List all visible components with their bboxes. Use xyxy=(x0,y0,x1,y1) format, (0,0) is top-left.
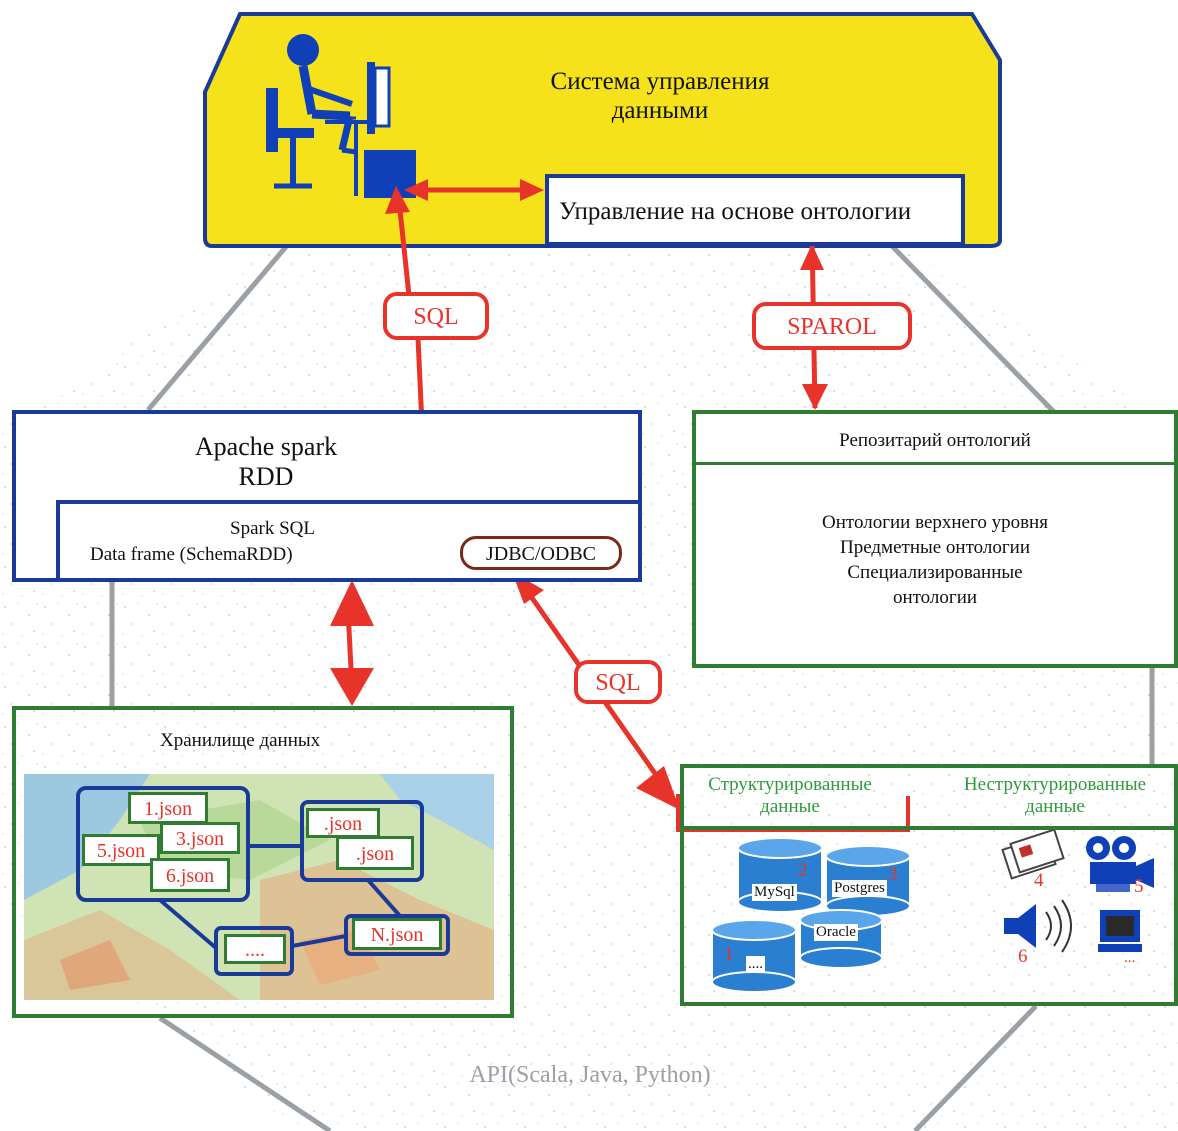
repository-divider xyxy=(696,462,1174,465)
media-number: 4 xyxy=(1034,870,1044,891)
sparql-label: SPAROL xyxy=(752,302,912,350)
jdbc-odbc-label: JDBC/ODBC xyxy=(460,536,622,570)
ontology-repository-box: Репозитарий онтологий Онтологии верхнего… xyxy=(692,410,1178,668)
structured-bracket xyxy=(676,794,910,832)
spark-title-line1: Apache spark xyxy=(194,432,338,461)
api-label: API(Scala, Java, Python) xyxy=(469,1062,711,1088)
arrow-ontology-link xyxy=(404,179,544,201)
map-groups xyxy=(76,786,450,976)
json-file-label: .json xyxy=(355,843,395,865)
repository-list: Онтологии верхнего уровня Предметные онт… xyxy=(696,510,1174,610)
data-storage-box xyxy=(12,706,514,1018)
structured-data-label: Структурированные данные xyxy=(680,774,900,818)
ontology-management-box: Управление на основе онтологии xyxy=(545,174,965,246)
json-file-label: 1.json xyxy=(143,798,193,820)
sql-top-text: SQL xyxy=(413,304,459,330)
data-sources-inner-border xyxy=(680,826,1178,830)
storage-title: Хранилище данных xyxy=(160,730,321,751)
database-oracle xyxy=(799,909,883,969)
sql-bottom-label: SQL xyxy=(574,660,662,704)
json-file: .... xyxy=(224,934,286,964)
json-file-label: .... xyxy=(245,939,265,961)
sql-bottom-text: SQL xyxy=(595,670,641,696)
computer-icon xyxy=(1098,910,1142,952)
repository-item: Онтологии верхнего уровня xyxy=(822,512,1048,533)
unstructured-line2: данные xyxy=(1025,795,1085,817)
unstructured-line1: Неструктурированные xyxy=(963,774,1147,795)
camera-icon xyxy=(1086,836,1154,892)
documents-icon xyxy=(1001,828,1065,880)
spark-sql-label: Spark SQL xyxy=(230,518,315,539)
dataframe-label: Data frame (SchemaRDD) xyxy=(90,544,293,565)
json-file-label: 5.json xyxy=(96,840,146,862)
repository-item: Предметные онтологии xyxy=(839,537,1031,558)
json-file: .json xyxy=(336,836,414,870)
json-file: 5.json xyxy=(82,834,160,866)
json-file: .json xyxy=(306,808,380,838)
repository-item: онтологии xyxy=(892,587,978,608)
db-number: 3 xyxy=(888,864,898,885)
media-number: 5 xyxy=(1134,876,1144,897)
json-file: 1.json xyxy=(128,792,208,824)
json-file-label: N.json xyxy=(370,924,424,946)
ontology-management-label: Управление на основе онтологии xyxy=(559,198,912,225)
db-label: Oracle xyxy=(814,924,858,942)
unstructured-data-label: Неструктурированные данные xyxy=(940,774,1170,818)
sparql-text: SPAROL xyxy=(787,314,877,340)
json-file-label: 3.json xyxy=(175,828,225,850)
json-file-label: 6.json xyxy=(165,865,215,887)
json-file: 6.json xyxy=(150,858,230,892)
system-title-line1: Система управления xyxy=(550,68,770,95)
json-file-label: .json xyxy=(323,813,363,835)
spark-title-line2: RDD xyxy=(238,461,294,491)
db-label: MySql xyxy=(752,884,797,902)
media-number: 6 xyxy=(1018,946,1028,967)
db-number: 2 xyxy=(798,860,808,881)
db-label: .... xyxy=(746,956,765,974)
db-label: Postgres xyxy=(832,880,887,898)
system-title: Система управления данными xyxy=(500,68,820,126)
spark-title: Apache spark RDD xyxy=(136,432,396,492)
data-sources-box xyxy=(680,764,1178,1006)
repository-item: Специализированные xyxy=(847,562,1023,583)
structured-line1: Структурированные xyxy=(708,774,872,795)
repository-title: Репозитарий онтологий xyxy=(839,430,1031,451)
frame-lines xyxy=(109,240,1155,1131)
structured-line2: данные xyxy=(760,795,820,817)
sql-top-label: SQL xyxy=(383,292,489,340)
json-file: N.json xyxy=(352,918,442,950)
data-sources-top-border xyxy=(680,764,1178,768)
media-ellipsis: ... xyxy=(1124,950,1136,966)
jdbc-odbc-text: JDBC/ODBC xyxy=(485,543,597,565)
speaker-icon xyxy=(1004,899,1072,953)
json-file: 3.json xyxy=(160,822,240,854)
system-title-line2: данными xyxy=(611,96,709,124)
db-number: 1 xyxy=(724,944,734,965)
user-workstation-icon xyxy=(266,34,416,198)
